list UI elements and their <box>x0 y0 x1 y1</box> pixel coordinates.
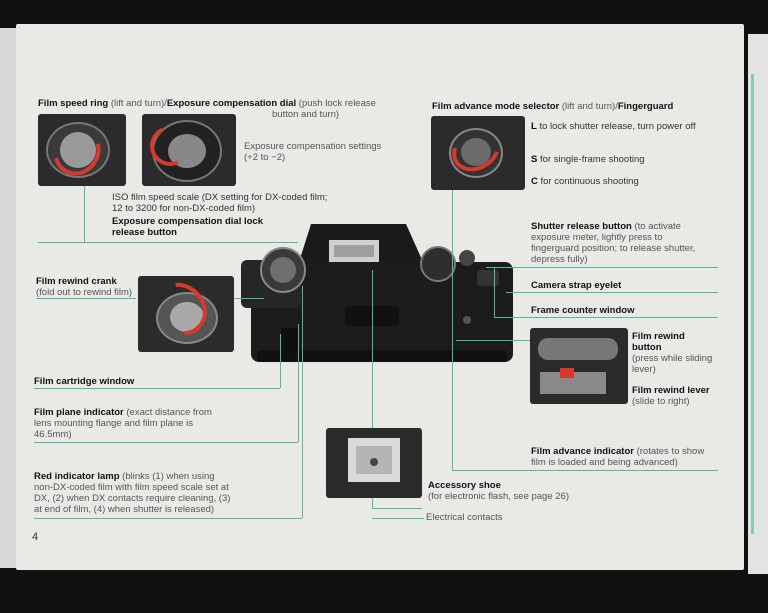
plane-indicator-line3: 46.5mm) <box>34 429 72 440</box>
leader-line <box>34 518 302 519</box>
exposure-dial-photo <box>142 114 236 186</box>
rewind-button-line2: button <box>632 342 662 353</box>
shutter-line2: exposure meter, lightly press to <box>531 232 663 243</box>
leader-line <box>372 518 424 519</box>
exposure-settings-line1: Exposure compensation settings <box>244 141 382 152</box>
leader-line <box>456 340 530 341</box>
leader-line <box>38 242 298 243</box>
leader-line <box>36 298 136 299</box>
rewind-button-line3: (press while sliding <box>632 353 713 364</box>
red-lamp-line3: DX, (2) when DX contacts require cleanin… <box>34 493 231 504</box>
leader-line <box>298 324 299 442</box>
plane-indicator-line2: lens mounting flange and film plane is <box>34 418 193 429</box>
plane-indicator-line1: Film plane indicator (exact distance fro… <box>34 407 212 418</box>
leader-line <box>34 442 298 443</box>
leader-line <box>234 298 264 299</box>
leader-line <box>302 286 303 518</box>
iso-scale-line1: ISO film speed scale (DX setting for DX-… <box>112 192 328 203</box>
leader-line <box>372 508 422 509</box>
leader-line <box>34 388 280 389</box>
rewind-crank-title: Film rewind crank <box>36 276 117 287</box>
leader-line <box>452 324 453 470</box>
dial-lock-line2: release button <box>112 227 177 238</box>
advance-mode-photo <box>431 116 525 190</box>
rewind-button-photo <box>530 328 628 404</box>
rewind-button-line4: lever) <box>632 364 656 375</box>
shutter-line1: Shutter release button (to activate <box>531 221 681 232</box>
red-lamp-line2: non-DX-coded film with film speed scale … <box>34 482 229 493</box>
accessory-shoe-title: Accessory shoe <box>428 480 501 491</box>
leader-line <box>486 267 718 268</box>
leader-line <box>494 317 718 318</box>
left-page-edge <box>0 28 18 568</box>
rewind-crank-note: (fold out to rewind film) <box>36 287 133 298</box>
right-page-edge <box>748 34 768 574</box>
exposure-dial-note: button and turn) <box>272 109 340 120</box>
accessory-shoe-note: (for electronic flash, see page 26) <box>428 491 569 502</box>
red-lamp-line1: Red indicator lamp (blinks (1) when usin… <box>34 471 215 482</box>
electrical-contacts-label: Electrical contacts <box>426 512 503 523</box>
leader-line <box>84 186 85 242</box>
mode-c-label: C for continuous shooting <box>531 176 639 187</box>
strap-eyelet-label: Camera strap eyelet <box>531 280 622 291</box>
leader-line <box>452 470 718 471</box>
right-page-rule <box>751 74 754 534</box>
camera-back-illustration <box>241 224 513 362</box>
advance-indicator-line2: film is loaded and being advanced) <box>531 457 678 468</box>
leader-line <box>452 190 453 340</box>
leader-line <box>506 292 718 293</box>
iso-scale-line2: 12 to 3200 for non-DX-coded film) <box>112 203 256 214</box>
advance-mode-label: Film advance mode selector (lift and tur… <box>432 101 674 112</box>
dial-lock-line1: Exposure compensation dial lock <box>112 216 263 227</box>
rewind-button-line1: Film rewind <box>632 331 685 342</box>
accessory-shoe-photo <box>326 428 422 498</box>
leader-line <box>494 268 495 318</box>
advance-indicator-line1: Film advance indicator (rotates to show <box>531 446 705 457</box>
film-speed-ring-label: Film speed ring (lift and turn)/Exposure… <box>38 98 376 109</box>
manual-page: Film speed ring (lift and turn)/Exposure… <box>16 24 744 570</box>
red-lamp-line4: at end of film, (4) when shutter is rele… <box>34 504 215 515</box>
mode-l-label: L to lock shutter release, turn power of… <box>531 121 696 132</box>
exposure-settings-line2: (+2 to −2) <box>244 152 286 163</box>
mode-s-label: S for single-frame shooting <box>531 154 645 165</box>
cartridge-window-label: Film cartridge window <box>34 376 135 387</box>
rewind-lever-note: (slide to right) <box>632 396 690 407</box>
leader-line <box>280 334 281 388</box>
leader-line <box>372 498 373 508</box>
film-speed-ring-photo <box>38 114 126 186</box>
page-number: 4 <box>32 531 39 543</box>
rewind-crank-photo <box>138 276 234 352</box>
shutter-line4: depress fully) <box>531 254 588 265</box>
leader-line <box>372 270 373 428</box>
rewind-lever-title: Film rewind lever <box>632 385 710 396</box>
shutter-line3: fingerguard position; to release shutter… <box>531 243 696 254</box>
frame-counter-label: Frame counter window <box>531 305 635 316</box>
